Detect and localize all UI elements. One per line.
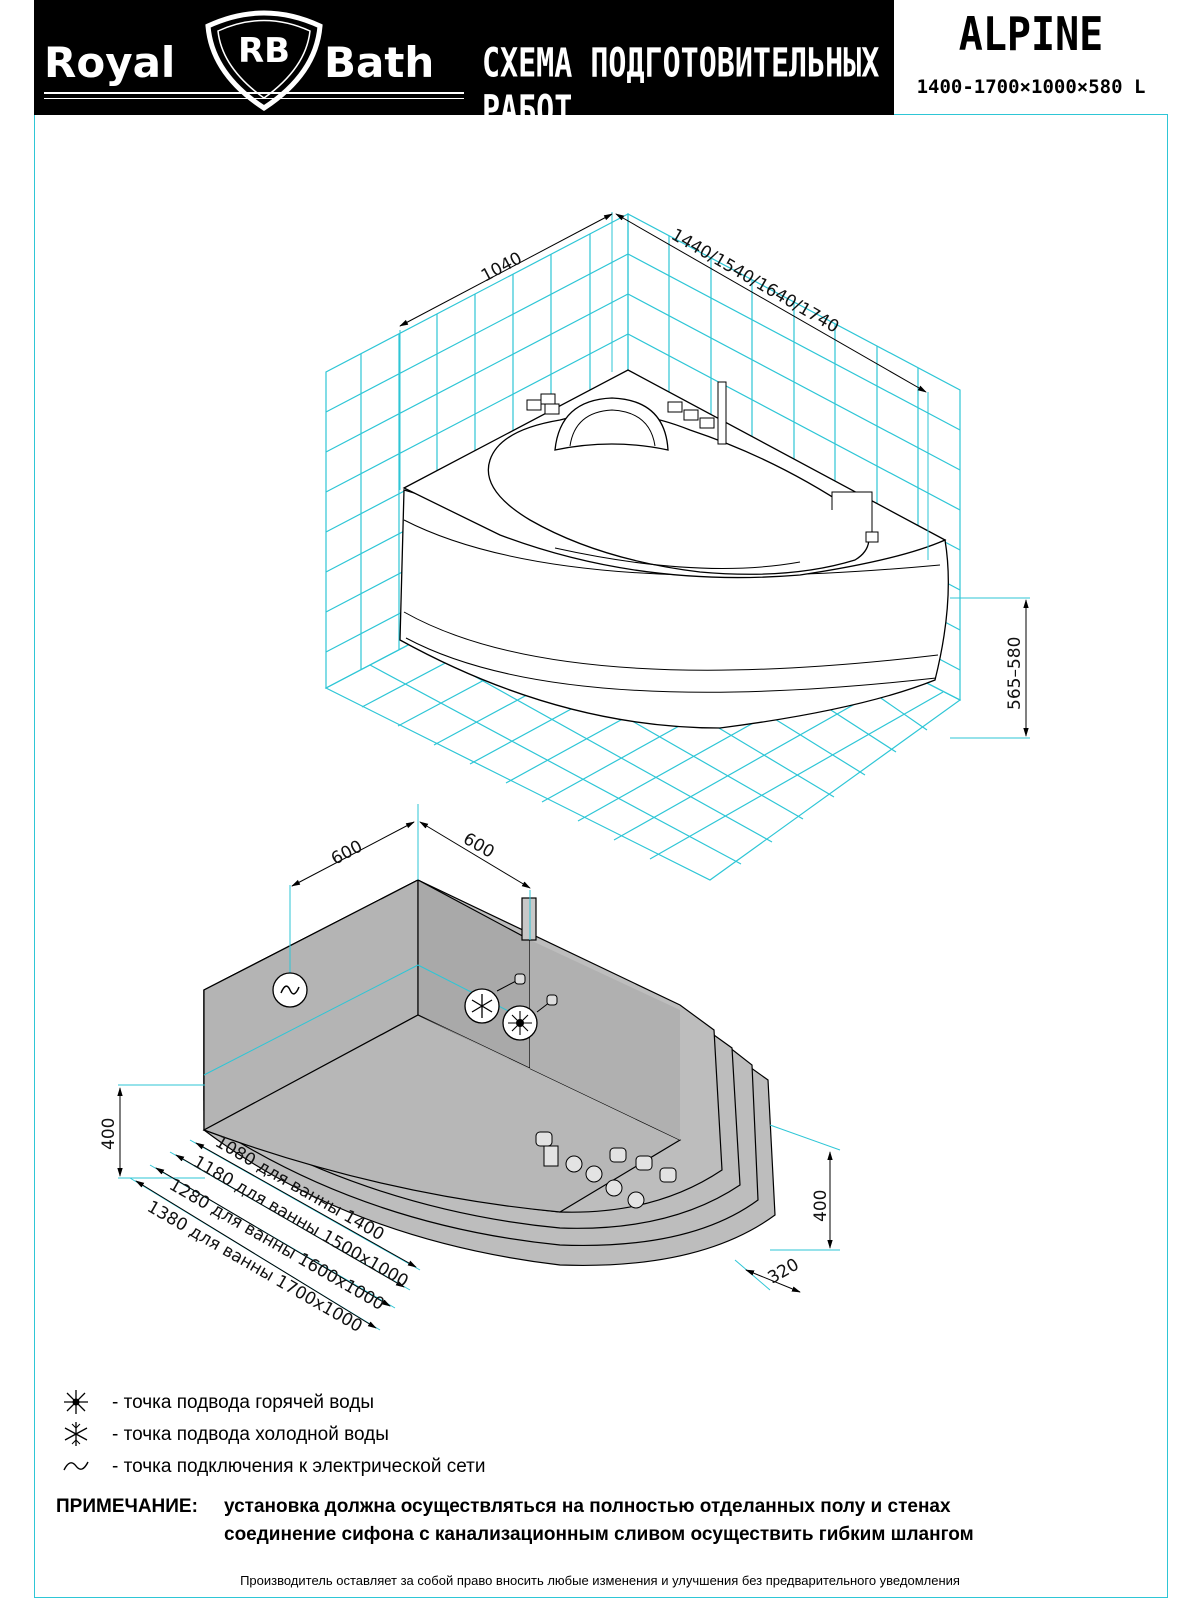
legend-item-hot-water: - точка подвода горячей воды <box>60 1390 660 1422</box>
legend-item-cold-water: - точка подвода холодной воды <box>60 1422 660 1454</box>
title-block-black: Royal RB Bath СХЕМА ПОДГОТОВИТЕЛЬНЫХ РАБ… <box>34 0 894 135</box>
hot-water-icon <box>64 1390 88 1414</box>
legend-text-hot-water: - точка подвода горячей воды <box>112 1392 375 1413</box>
legend-text-cold-water: - точка подвода холодной воды <box>112 1424 389 1445</box>
top-view-dimensions <box>399 212 1030 739</box>
cold-water-point-icon <box>464 988 500 1024</box>
hot-water-point-icon <box>502 1005 538 1041</box>
rb-shield-logo: RB <box>205 10 323 111</box>
legend-text-power: - точка подключения к электрической сети <box>112 1456 486 1477</box>
note-line-2: соединение сифона с канализационным слив… <box>224 1524 974 1545</box>
dim-height-400-left: 400 <box>99 1118 119 1150</box>
power-icon <box>63 1461 89 1471</box>
wall-corner <box>202 878 682 1213</box>
model-size: 1400-1700×1000×580 L <box>916 76 1146 98</box>
dim-height-400-right: 400 <box>811 1190 831 1222</box>
brand-underline-thin <box>44 98 464 99</box>
dim-front-320: 320 <box>765 1255 803 1289</box>
note-label: ПРИМЕЧАНИЕ: <box>56 1496 198 1517</box>
sheet-bottom-border <box>34 1597 1168 1598</box>
brand-bath-text: Bath <box>324 38 435 87</box>
drawing-sheet <box>34 0 1168 1598</box>
dim-left-600: 600 <box>328 837 366 870</box>
title-block: Royal RB Bath СХЕМА ПОДГОТОВИТЕЛЬНЫХ РАБ… <box>34 0 1168 135</box>
dim-height-label: 565–580 <box>1005 637 1025 710</box>
cold-water-icon <box>64 1422 88 1446</box>
rb-logo-text: RB <box>238 31 290 71</box>
note-line-1: установка должна осуществляться на полно… <box>224 1496 951 1517</box>
model-name: ALPINE <box>958 8 1104 62</box>
power-point-icon <box>272 972 308 1008</box>
brand-underline <box>44 92 464 94</box>
water-connectors <box>496 973 558 1013</box>
bathtub-top-view <box>399 369 949 729</box>
bottom-view-dimensions <box>117 821 833 1329</box>
brand-royal-text: Royal <box>44 38 176 87</box>
model-block: ALPINE 1400-1700×1000×580 L <box>894 0 1168 115</box>
disclaimer: Производитель оставляет за собой право в… <box>240 1573 960 1588</box>
legend-item-power: - точка подключения к электрической сети <box>60 1456 660 1486</box>
document-title: СХЕМА ПОДГОТОВИТЕЛЬНЫХ РАБОТ <box>482 40 880 135</box>
drain-fittings <box>535 1131 677 1209</box>
